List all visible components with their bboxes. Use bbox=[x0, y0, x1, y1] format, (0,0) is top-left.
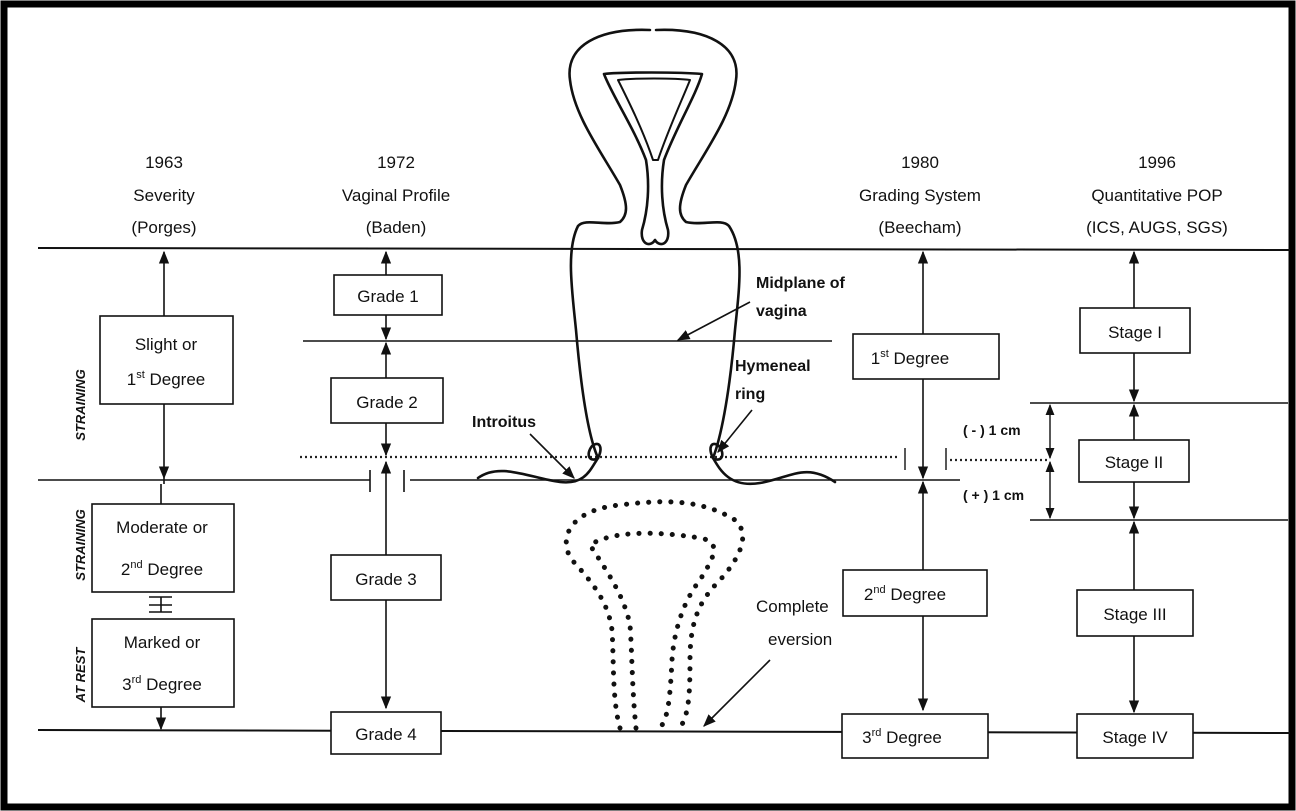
annotation-eversion-line2: eversion bbox=[768, 630, 832, 649]
annotation-hymeneal-line1: Hymeneal bbox=[735, 358, 811, 375]
perineum-left bbox=[478, 458, 598, 482]
annotation-midplane-line2: vagina bbox=[756, 303, 807, 320]
side-label-straining-mid: STRAINING bbox=[73, 509, 88, 581]
header-popq: 1996 Quantitative POP (ICS, AUGS, SGS) bbox=[1086, 153, 1228, 237]
eversion-outer bbox=[566, 502, 742, 728]
porges-moderate-line1: Moderate or bbox=[116, 518, 208, 537]
svg-text:(Beecham): (Beecham) bbox=[878, 218, 961, 237]
eversion-pointer-arrow bbox=[704, 660, 770, 726]
svg-text:Grading System: Grading System bbox=[859, 186, 981, 205]
baden-grade1-label: Grade 1 bbox=[357, 287, 418, 306]
top-reference-line bbox=[38, 248, 1290, 250]
porges-slight-box bbox=[100, 316, 233, 404]
vagina-outline-left bbox=[570, 30, 650, 458]
header-porges: 1963 Severity (Porges) bbox=[131, 153, 196, 237]
header-baden: 1972 Vaginal Profile (Baden) bbox=[342, 153, 450, 237]
svg-text:Severity: Severity bbox=[133, 186, 195, 205]
uterus-cavity-inner bbox=[618, 79, 690, 161]
plus-1cm-label: ( + ) 1 cm bbox=[963, 487, 1024, 503]
eversion-inner bbox=[590, 533, 714, 728]
svg-text:(Baden): (Baden) bbox=[366, 218, 426, 237]
popq-stage2-label: Stage II bbox=[1105, 453, 1164, 472]
complete-eversion-outline bbox=[566, 502, 742, 728]
svg-text:1996: 1996 bbox=[1138, 153, 1176, 172]
midplane-pointer-arrow bbox=[678, 302, 750, 340]
annotation-eversion-line1: Complete bbox=[756, 597, 829, 616]
annotation-midplane-line1: Midplane of bbox=[756, 275, 846, 292]
baden-grade3-label: Grade 3 bbox=[355, 570, 416, 589]
baden-grade4-label: Grade 4 bbox=[355, 725, 416, 744]
svg-text:1972: 1972 bbox=[377, 153, 415, 172]
annotation-hymeneal-line2: ring bbox=[735, 386, 765, 403]
porges-slight-line1: Slight or bbox=[135, 335, 198, 354]
minus-1cm-label: ( - ) 1 cm bbox=[963, 422, 1021, 438]
popq-stage4-label: Stage IV bbox=[1102, 728, 1168, 747]
popq-stage3-label: Stage III bbox=[1103, 605, 1166, 624]
baden-grade2-label: Grade 2 bbox=[356, 393, 417, 412]
svg-text:Quantitative POP: Quantitative POP bbox=[1091, 186, 1222, 205]
porges-marked-line1: Marked or bbox=[124, 633, 201, 652]
svg-text:1963: 1963 bbox=[145, 153, 183, 172]
header-beecham: 1980 Grading System (Beecham) bbox=[859, 153, 981, 237]
svg-text:1980: 1980 bbox=[901, 153, 939, 172]
svg-text:(ICS, AUGS, SGS): (ICS, AUGS, SGS) bbox=[1086, 218, 1228, 237]
side-label-straining-top: STRAINING bbox=[73, 369, 88, 441]
popq-stage1-label: Stage I bbox=[1108, 323, 1162, 342]
annotation-introitus: Introitus bbox=[472, 414, 536, 431]
side-label-at-rest: AT REST bbox=[73, 647, 88, 704]
svg-text:(Porges): (Porges) bbox=[131, 218, 196, 237]
vagina-outline-right bbox=[656, 30, 740, 458]
svg-text:Vaginal Profile: Vaginal Profile bbox=[342, 186, 450, 205]
